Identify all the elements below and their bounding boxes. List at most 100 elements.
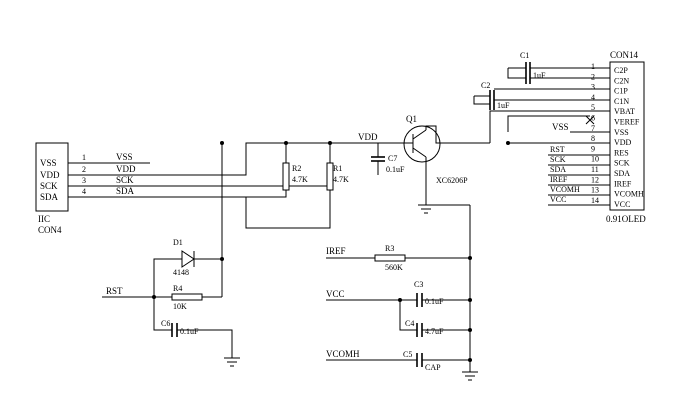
junction-ground-c3 bbox=[468, 298, 472, 302]
junction-ground-c4 bbox=[468, 328, 472, 332]
wire-vbat bbox=[489, 110, 610, 143]
con14-pin-9-name: RES bbox=[614, 148, 629, 157]
c7-ref: C7 bbox=[388, 154, 397, 163]
net-label-rst-right: RST bbox=[550, 145, 565, 154]
ground-c6-bars bbox=[224, 357, 240, 367]
c5-value: CAP bbox=[425, 363, 441, 372]
d1-value: 4148 bbox=[173, 268, 189, 277]
junction-r2-vdd bbox=[284, 141, 288, 145]
c4-ref: C4 bbox=[405, 319, 414, 328]
junction-vcc-c4 bbox=[398, 298, 402, 302]
d1-triangle bbox=[181, 250, 195, 268]
con4-ref: CON4 bbox=[38, 225, 62, 235]
c6-value: 0.1uF bbox=[180, 327, 199, 336]
net-label-iref-left: IREF bbox=[326, 246, 346, 256]
con4-pin-2-number: 2 bbox=[82, 165, 86, 174]
c1-value: 1uF bbox=[533, 71, 546, 80]
capacitor-c5: C5 CAP bbox=[326, 350, 470, 372]
junction-reset-vdd bbox=[220, 141, 224, 145]
r3-ref: R3 bbox=[385, 244, 394, 253]
con4-pin-3-number: 3 bbox=[82, 176, 86, 185]
c6-right-lead bbox=[177, 329, 233, 358]
con4-body bbox=[35, 142, 69, 212]
c2-ref: C2 bbox=[481, 81, 490, 90]
r1-value: 4.7K bbox=[333, 175, 349, 184]
c1-ref: C1 bbox=[520, 51, 529, 60]
con14-pin-8-name: VDD bbox=[614, 138, 632, 147]
resistor-r3: R3 560K bbox=[326, 244, 470, 272]
ground-symbol-main bbox=[462, 371, 478, 381]
con14-pin-10-number: 10 bbox=[591, 155, 599, 164]
con14-pin-9-number: 9 bbox=[591, 144, 595, 153]
con14-pin-12-name: IREF bbox=[614, 179, 632, 188]
r2-value: 4.7K bbox=[292, 175, 308, 184]
c3-value: 0.1uF bbox=[425, 297, 444, 306]
con14-pin-11-number: 11 bbox=[591, 165, 599, 174]
capacitor-c2: C2 1uF bbox=[473, 81, 610, 110]
con14-pin-2-name: C2N bbox=[614, 76, 629, 85]
r4-body bbox=[171, 293, 203, 301]
q1-body bbox=[403, 125, 441, 163]
con14-pin-7-name: VSS bbox=[614, 128, 629, 137]
con14-body bbox=[609, 61, 645, 211]
wire-veref-branch bbox=[507, 115, 590, 132]
con14-pin-6-name: VEREF bbox=[614, 118, 640, 127]
net-label-sck-left: SCK bbox=[116, 175, 134, 185]
con14-pin-14-number: 14 bbox=[591, 196, 599, 205]
net-label-sda-right: SDA bbox=[550, 165, 566, 174]
c4-value: 4.7uF bbox=[425, 327, 444, 336]
c2-loop bbox=[473, 96, 490, 105]
right-net-wires: RST SCK SDA IREF VCOMH VCC bbox=[548, 145, 610, 206]
con14-pin-11-name: SDA bbox=[614, 169, 630, 178]
con14-pin-4-name: C1N bbox=[614, 97, 629, 106]
net-label-vss-right: VSS bbox=[552, 122, 569, 132]
r3-value: 560K bbox=[385, 263, 403, 272]
con4-connector: VSS VDD SCK SDA IIC CON4 1 2 3 4 VSS VDD… bbox=[35, 142, 136, 235]
junction-ground-r3 bbox=[468, 256, 472, 260]
net-label-sck-right: SCK bbox=[550, 155, 566, 164]
con14-pin-8-number: 8 bbox=[591, 134, 595, 143]
ground-q1-bars bbox=[418, 204, 434, 214]
con14-pin-7-number: 7 bbox=[591, 124, 595, 133]
r2-ref: R2 bbox=[292, 164, 301, 173]
net-label-vcomh-left: VCOMH bbox=[326, 349, 360, 359]
net-label-vss-left: VSS bbox=[116, 152, 133, 162]
q1-value: XC6206P bbox=[436, 176, 468, 185]
r1-ref: R1 bbox=[333, 164, 342, 173]
wire-vdd-main bbox=[68, 142, 378, 176]
con4-pin-1-name: VSS bbox=[40, 158, 57, 168]
net-label-rst-left: RST bbox=[106, 286, 123, 296]
con14-pin-12-number: 12 bbox=[591, 175, 599, 184]
resistor-r1: R1 4.7K bbox=[245, 143, 349, 229]
no-connect-veref-icon bbox=[585, 115, 595, 125]
con14-part: 0.91OLED bbox=[606, 214, 646, 224]
con14-pin-5-name: VBAT bbox=[614, 107, 635, 116]
regulator-q1: Q1 XC6206P bbox=[403, 114, 490, 205]
con4-pin-1-number: 1 bbox=[82, 153, 86, 162]
con14-pin-13-name: VCOMH bbox=[614, 190, 644, 199]
con4-pin-3-name: SCK bbox=[40, 181, 58, 191]
d1-ref: D1 bbox=[173, 238, 183, 247]
net-label-iref-right: IREF bbox=[550, 175, 568, 184]
capacitor-c6: C6 0.1uF bbox=[153, 297, 233, 358]
c5-ref: C5 bbox=[403, 350, 412, 359]
resistor-r2: R2 4.7K bbox=[282, 143, 308, 191]
q1-collector-lead bbox=[425, 125, 490, 144]
c1-loop bbox=[507, 68, 526, 79]
ground-symbol-q1 bbox=[418, 204, 434, 214]
r4-value: 10K bbox=[173, 302, 187, 311]
junction-vdd-right bbox=[506, 141, 510, 145]
c4-left-lead bbox=[399, 300, 417, 331]
con14-pin-13-number: 13 bbox=[591, 186, 599, 195]
con4-pin-4-number: 4 bbox=[82, 187, 86, 196]
ground-symbol-c6 bbox=[224, 357, 240, 367]
con4-iic-label: IIC bbox=[38, 214, 50, 224]
capacitor-c1: C1 1uF bbox=[507, 51, 610, 84]
net-label-sda-left: SDA bbox=[116, 186, 135, 196]
wire-sda-left bbox=[68, 190, 287, 198]
con14-pin-6-number: 6 bbox=[591, 114, 595, 123]
c6-left-lead bbox=[153, 297, 172, 331]
